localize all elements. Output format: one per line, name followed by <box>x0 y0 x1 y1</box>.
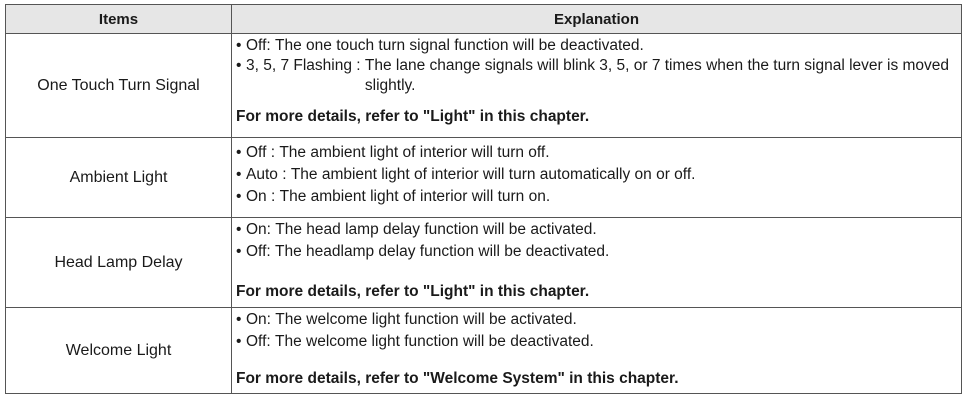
reference-note: For more details, refer to "Light" in th… <box>236 108 590 125</box>
bullet-icon: • <box>236 243 242 260</box>
bullet-icon: • <box>236 188 242 205</box>
option-label: Off: <box>246 243 276 260</box>
explanation-cell: • On: The welcome light function will be… <box>231 307 962 394</box>
table-row: One Touch Turn Signal • Off: The one tou… <box>5 33 962 138</box>
bullet-line: • Off: The one touch turn signal functio… <box>236 36 955 56</box>
explanation-cell: • On: The head lamp delay function will … <box>231 217 962 308</box>
option-label: 3, 5, 7 Flashing : <box>246 57 365 74</box>
item-name: Welcome Light <box>5 307 232 394</box>
bullet-icon: • <box>236 333 242 350</box>
bullet-line: • On: The head lamp delay function will … <box>236 220 955 240</box>
bullet-line: • Off : The ambient light of interior wi… <box>236 143 955 163</box>
option-description: The ambient light of interior will turn … <box>279 188 551 205</box>
option-label: Off: <box>246 37 276 54</box>
option-label: Off : <box>246 144 280 161</box>
option-description: The ambient light of interior will turn … <box>279 144 550 161</box>
option-label: On: <box>246 311 276 328</box>
option-label: On: <box>246 221 276 238</box>
item-name: One Touch Turn Signal <box>5 33 232 138</box>
option-description: The headlamp delay function will be deac… <box>275 243 610 260</box>
option-description: The one touch turn signal function will … <box>275 37 644 54</box>
bullet-icon: • <box>236 144 242 161</box>
option-label: Off: <box>246 333 276 350</box>
bullet-line: • On: The welcome light function will be… <box>236 310 955 330</box>
header-row: Items Explanation <box>5 4 962 34</box>
bullet-icon: • <box>236 37 242 54</box>
bullet-line: • Auto : The ambient light of interior w… <box>236 165 955 185</box>
option-description: The welcome light function will be activ… <box>275 311 577 328</box>
reference-note: For more details, refer to "Welcome Syst… <box>236 370 679 387</box>
option-description: The head lamp delay function will be act… <box>275 221 597 238</box>
bullet-icon: • <box>236 166 242 183</box>
header-explanation: Explanation <box>231 4 962 34</box>
item-name: Ambient Light <box>5 137 232 218</box>
bullet-line: • Off: The headlamp delay function will … <box>236 242 955 262</box>
option-label: Auto : <box>246 166 291 183</box>
explanation-cell: • Off : The ambient light of interior wi… <box>231 137 962 218</box>
option-description: The welcome light function will be deact… <box>275 333 594 350</box>
option-description: The ambient light of interior will turn … <box>290 166 696 183</box>
bullet-line: • Off: The welcome light function will b… <box>236 332 955 352</box>
header-items: Items <box>5 4 232 34</box>
reference-note: For more details, refer to "Light" in th… <box>236 283 590 300</box>
table-row: Ambient Light • Off : The ambient light … <box>5 137 962 218</box>
option-label: On : <box>246 188 280 205</box>
table-row: Welcome Light • On: The welcome light fu… <box>5 307 962 394</box>
bullet-icon: • <box>236 311 242 328</box>
bullet-line: • On : The ambient light of interior wil… <box>236 187 955 207</box>
table-row: Head Lamp Delay • On: The head lamp dela… <box>5 217 962 308</box>
bullet-line: • 3, 5, 7 Flashing : The lane change sig… <box>236 56 955 96</box>
explanation-cell: • Off: The one touch turn signal functio… <box>231 33 962 138</box>
bullet-icon: • <box>236 221 242 238</box>
item-name: Head Lamp Delay <box>5 217 232 308</box>
settings-table: Items Explanation One Touch Turn Signal … <box>5 4 962 394</box>
option-description: The lane change signals will blink 3, 5,… <box>364 57 950 94</box>
bullet-icon: • <box>236 57 242 74</box>
